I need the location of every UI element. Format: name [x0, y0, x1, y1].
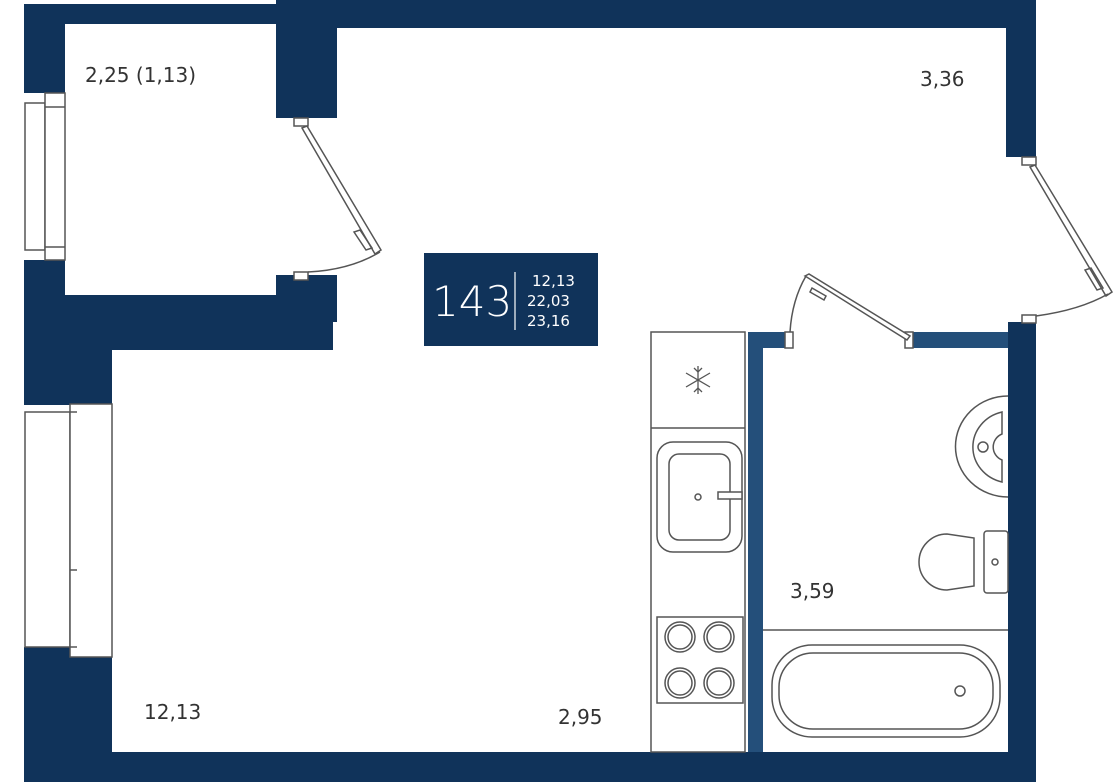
total-area-with-balcony-value: 23,16: [527, 312, 570, 330]
bathroom-partitions: [748, 332, 1008, 752]
apartment-badge: 143 12,13 22,03 23,16: [424, 253, 598, 346]
living-area-label: 12,13: [144, 700, 201, 724]
total-area-value: 22,03: [527, 292, 570, 310]
balcony-door: [293, 117, 383, 281]
living-window: [24, 403, 113, 658]
living-area-value: 12,13: [532, 272, 575, 290]
apartment-number: 143: [432, 277, 512, 326]
snowflake-icon: [685, 366, 711, 394]
bathroom-fixtures: [763, 395, 1009, 738]
exterior-walls: [24, 0, 1036, 782]
kitchen-counter: [650, 331, 746, 753]
bathroom-door: [784, 273, 914, 349]
kitchen-area-label: 2,95: [558, 705, 603, 729]
balcony-area-label: 2,25 (1,13): [85, 63, 196, 87]
balcony-window: [24, 92, 66, 261]
hall-area-label: 3,36: [920, 67, 965, 91]
entrance-door: [1021, 156, 1114, 324]
bathroom-area-label: 3,59: [790, 579, 835, 603]
